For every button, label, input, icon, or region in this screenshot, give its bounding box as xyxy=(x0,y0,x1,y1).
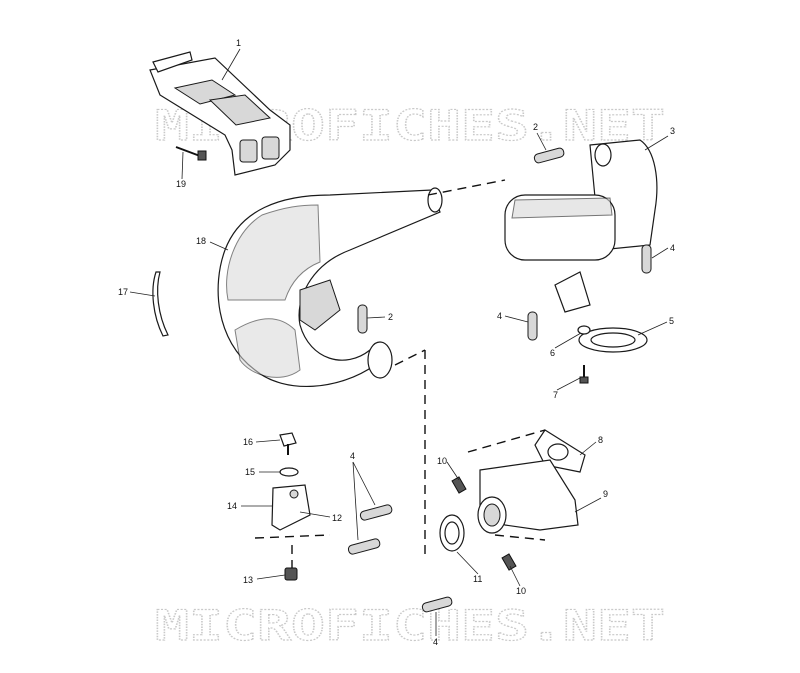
manifold-part xyxy=(477,459,579,534)
callout-5: 5 xyxy=(669,316,674,326)
mount-washer-part xyxy=(279,467,299,477)
callout-2: 2 xyxy=(533,122,538,132)
callout-4: 4 xyxy=(497,311,502,321)
mount-bolt-part xyxy=(279,432,297,447)
manifold-bolt-part xyxy=(501,553,517,571)
callout-10: 10 xyxy=(437,456,447,466)
spring-part xyxy=(347,538,381,555)
callout-13: 13 xyxy=(243,575,253,585)
spring-part xyxy=(359,504,393,521)
stud-part xyxy=(579,365,589,384)
callout-3: 3 xyxy=(670,126,675,136)
callout-4: 4 xyxy=(350,451,355,461)
mount-hardware-group xyxy=(271,432,311,581)
spring-part xyxy=(421,596,453,613)
manifold-gasket-part xyxy=(439,514,465,552)
callout-8: 8 xyxy=(598,435,603,445)
springs-group xyxy=(347,147,652,613)
callout-4: 4 xyxy=(670,243,675,253)
callout-10: 10 xyxy=(516,586,526,596)
expansion-chamber-part xyxy=(217,187,443,387)
callout-4: 4 xyxy=(433,637,438,647)
callout-11: 11 xyxy=(473,574,482,584)
watermark-bottom: MICROFICHES.NET xyxy=(155,601,665,650)
spring-part xyxy=(533,147,565,164)
callout-17: 17 xyxy=(118,287,128,297)
callout-18: 18 xyxy=(196,236,206,246)
bracket-bolt-part xyxy=(175,146,207,161)
spring-part xyxy=(527,311,538,341)
callout-9: 9 xyxy=(603,489,608,499)
spring-part xyxy=(641,244,652,274)
silencer-gasket-part xyxy=(578,327,648,353)
callout-15: 15 xyxy=(245,467,255,477)
washer-part xyxy=(577,325,591,335)
strap-part xyxy=(152,271,169,337)
silencer-part xyxy=(504,139,658,313)
spring-part xyxy=(357,304,368,334)
callout-12: 12 xyxy=(332,513,342,523)
bracket-part xyxy=(149,51,291,176)
mount-block-part xyxy=(271,484,311,531)
callout-16: 16 xyxy=(243,437,253,447)
callout-19: 19 xyxy=(176,179,186,189)
mount-nut-part xyxy=(284,567,298,581)
callout-7: 7 xyxy=(553,390,558,400)
callout-1: 1 xyxy=(236,38,241,48)
callout-6: 6 xyxy=(550,348,555,358)
callout-14: 14 xyxy=(227,501,237,511)
callout-2: 2 xyxy=(388,312,393,322)
manifold-bolt-part xyxy=(451,476,467,494)
